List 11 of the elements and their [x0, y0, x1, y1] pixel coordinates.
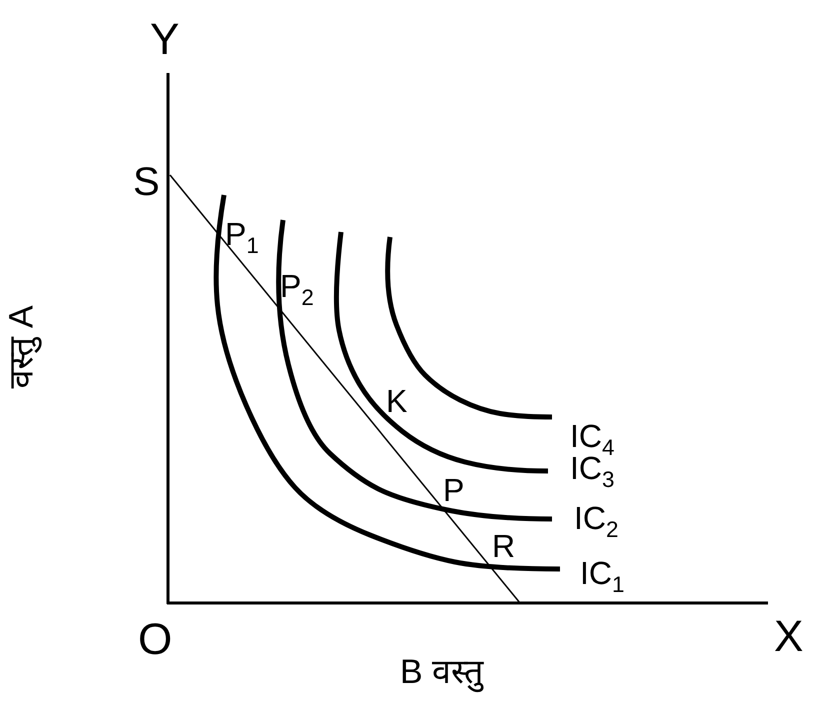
point-label: P$_{2}$ [280, 270, 314, 310]
curve-label: IC$_{1}$ [580, 557, 624, 596]
curve-label: IC$_{2}$ [574, 502, 618, 542]
point-label: R [492, 530, 516, 562]
point-label: P [443, 474, 464, 506]
axis-label: X [774, 615, 804, 659]
point-label: K [386, 385, 408, 417]
origin-label: O [138, 618, 172, 662]
point-label: P$_{1}$ [225, 218, 259, 258]
point-label: S [133, 162, 160, 202]
axis-label: Y [150, 18, 180, 62]
